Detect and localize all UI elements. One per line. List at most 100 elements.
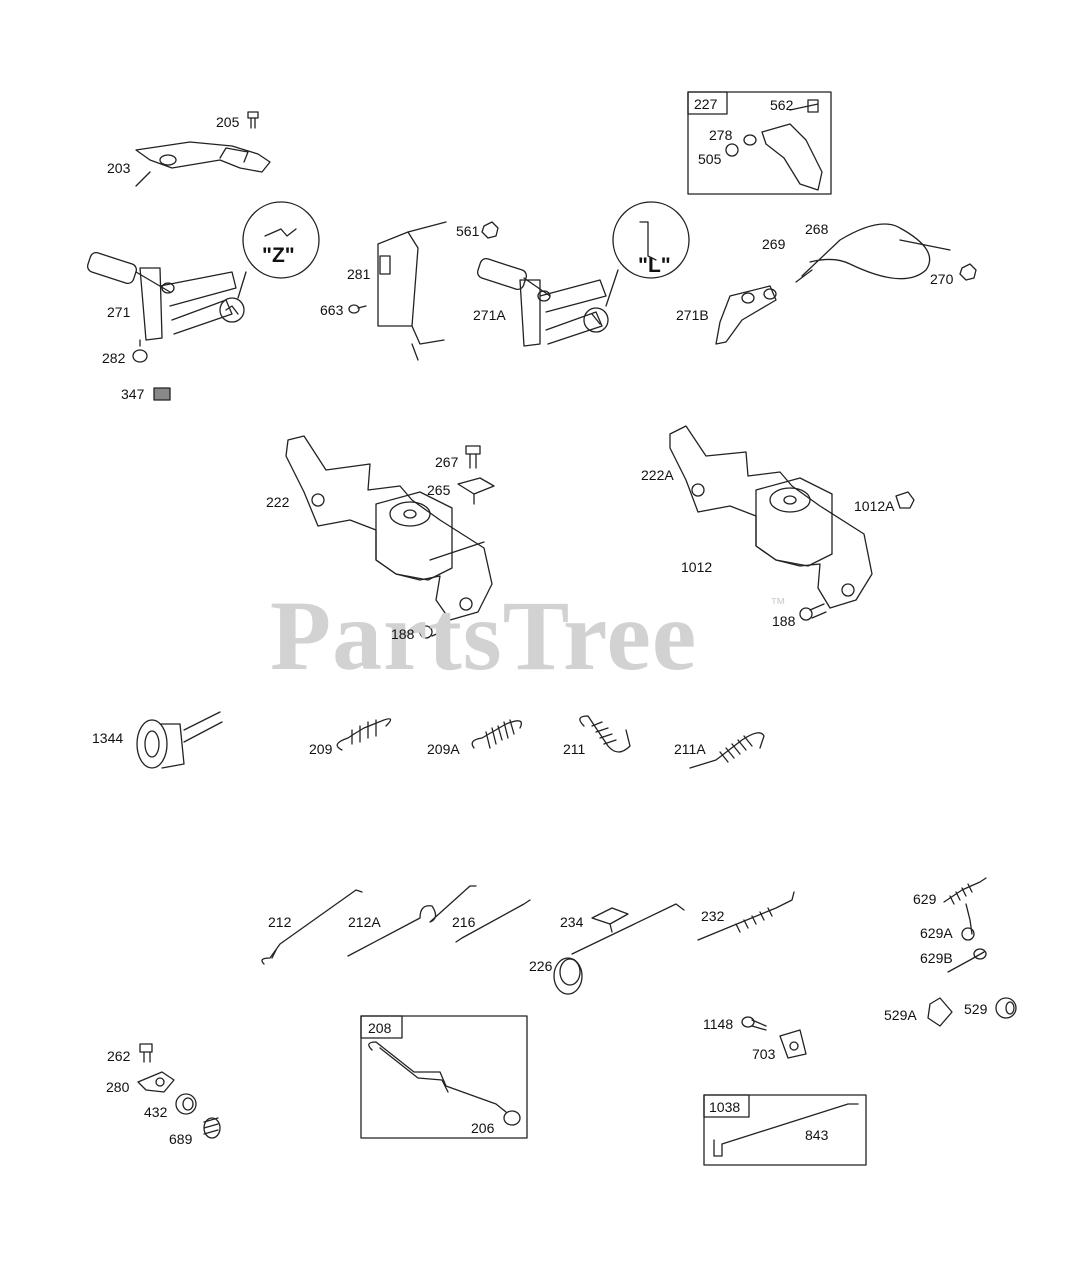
spring-232: [697, 891, 795, 941]
spring-629: [943, 877, 987, 905]
part-label: 269: [762, 236, 786, 252]
part-label: 271A: [473, 307, 506, 323]
part-label: 234: [560, 914, 584, 930]
rod-212A: [347, 885, 477, 957]
part-282-bolt: [132, 339, 148, 363]
part-label: 203: [107, 160, 131, 176]
part-271A-control: [476, 257, 607, 347]
part-label: 1012A: [854, 498, 895, 514]
part-262-bolt: [139, 1043, 153, 1063]
part-1148-bolt: [741, 1016, 767, 1031]
part-label: 529: [964, 1001, 988, 1017]
part-label: 629: [913, 891, 937, 907]
part-label: 629B: [920, 950, 953, 966]
callout-l-detail: [583, 201, 690, 333]
part-label: 270: [930, 271, 954, 287]
part-1344-choke: [136, 711, 223, 769]
part-label: 211: [563, 741, 586, 757]
rod-216: [455, 899, 531, 943]
part-689-spring: [203, 1117, 221, 1139]
part-label: 267: [435, 454, 459, 470]
part-label: 703: [752, 1046, 776, 1062]
part-234-clip: [591, 907, 629, 933]
box-208-title: 208: [368, 1020, 392, 1036]
part-label: 629A: [920, 925, 953, 941]
part-label: 209: [309, 741, 333, 757]
part-label: 280: [106, 1079, 130, 1095]
part-label: 1148: [703, 1016, 734, 1032]
part-270-nut: [959, 263, 977, 281]
part-267-bolt: [465, 445, 481, 469]
part-label: 281: [347, 266, 371, 282]
box-1038: [703, 1094, 867, 1166]
part-188-screw-a: [419, 621, 447, 639]
part-label: 205: [216, 114, 240, 130]
part-label: 271: [107, 304, 131, 320]
spring-211A: [689, 732, 765, 769]
part-label: 222: [266, 494, 290, 510]
spring-629A: [961, 903, 975, 941]
part-label: 262: [107, 1048, 131, 1064]
part-label: 188: [391, 626, 415, 642]
part-203-bracket: [135, 141, 271, 187]
part-label: 529A: [884, 1007, 917, 1023]
spring-209A: [471, 719, 523, 749]
part-222-bracket: [285, 435, 493, 621]
part-label: 226: [529, 958, 553, 974]
part-label: 843: [805, 1127, 829, 1143]
part-205-bolt: [247, 111, 259, 129]
part-label: 1012: [681, 559, 713, 575]
part-281-bracket: [377, 221, 447, 361]
part-268-cable: [795, 223, 951, 283]
part-label: 222A: [641, 467, 674, 483]
part-265-clip: [457, 477, 495, 505]
part-222A-bracket: [669, 425, 873, 609]
part-188-screw-b: [799, 603, 827, 621]
part-label: 268: [805, 221, 829, 237]
part-label: 278: [709, 127, 733, 143]
part-label: 216: [452, 914, 476, 930]
rod-226: [553, 903, 685, 995]
part-label: 232: [701, 908, 725, 924]
part-label: 271B: [676, 307, 709, 323]
part-label: 265: [427, 482, 451, 498]
part-label: 211A: [674, 741, 706, 757]
part-label: 432: [144, 1104, 168, 1120]
part-529A: [927, 997, 953, 1027]
part-561-nut: [481, 221, 499, 239]
part-label: 212: [268, 914, 292, 930]
part-271B-lever: [715, 285, 777, 345]
box-1038-title: 1038: [709, 1099, 741, 1115]
part-label: 209A: [427, 741, 460, 757]
part-432-bushing: [175, 1093, 197, 1115]
part-label: 689: [169, 1131, 193, 1147]
spring-209: [336, 718, 392, 751]
watermark: PartsTree: [270, 580, 698, 691]
callout-z-label: "Z": [262, 244, 295, 267]
part-703-clip: [779, 1029, 807, 1059]
part-280-bracket: [137, 1071, 175, 1093]
rod-212: [261, 889, 363, 965]
callout-l-label: "L": [638, 254, 671, 277]
box-208: [360, 1015, 528, 1139]
part-label: 505: [698, 151, 722, 167]
part-label: 1344: [92, 730, 124, 746]
part-347-clip: [153, 387, 171, 401]
part-label: 561: [456, 223, 480, 239]
part-529: [995, 997, 1017, 1019]
spring-211: [579, 715, 631, 753]
box-227-title: 227: [694, 96, 718, 112]
part-label: 562: [770, 97, 794, 113]
part-label: 212A: [348, 914, 381, 930]
part-label: 663: [320, 302, 344, 318]
part-1012A-clip: [895, 491, 915, 509]
part-663-screw: [348, 304, 367, 314]
callout-z-detail: [219, 201, 320, 323]
part-label: 206: [471, 1120, 495, 1136]
part-label: 282: [102, 350, 126, 366]
box-227: [687, 91, 832, 195]
part-label: 347: [121, 386, 145, 402]
spring-629B: [947, 948, 987, 973]
